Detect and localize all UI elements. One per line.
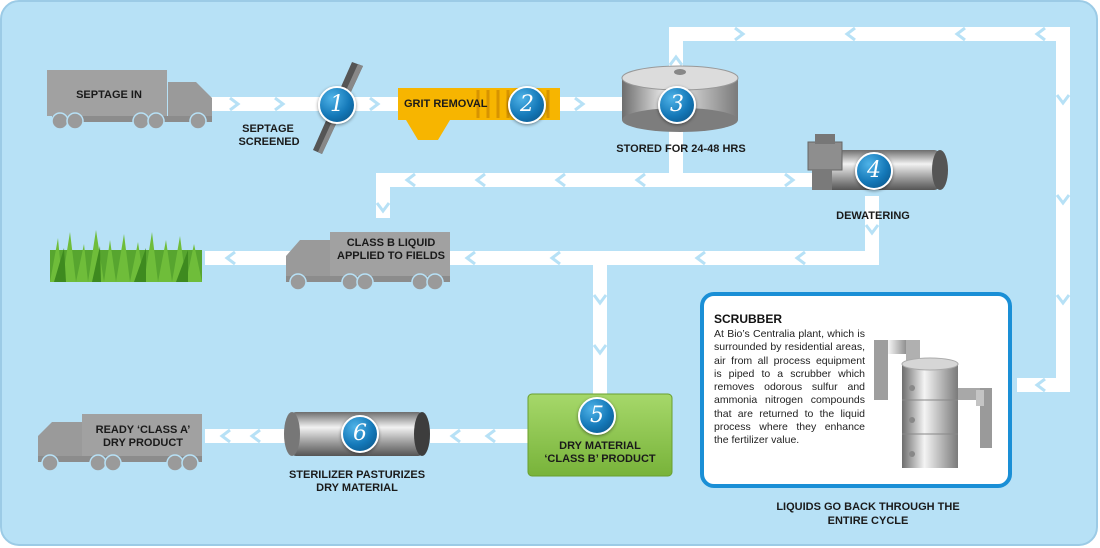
label-dewatering: DEWATERING	[836, 210, 910, 222]
label-liquids-back-line1: LIQUIDS GO BACK THROUGH THE	[776, 501, 960, 513]
step-badge-6: 6	[341, 415, 379, 453]
truck-icon-liquid	[286, 232, 450, 291]
label-class-b-liquid-line1: CLASS B LIQUID	[346, 237, 436, 249]
label-septage-screened-line2: SCREENED	[238, 136, 300, 148]
scrubber-title: SCRUBBER	[714, 312, 783, 326]
label-sterilizer-line2: DRY MATERIAL	[316, 482, 398, 494]
label-sterilizer-line1: STERILIZER PASTURIZES	[288, 469, 426, 481]
truck-icon	[47, 70, 212, 130]
label-septage-in: SEPTAGE IN	[76, 89, 142, 101]
truck-icon-class-a	[38, 414, 202, 472]
step-badge-1: 1	[318, 86, 356, 124]
label-class-b-liquid-line2: APPLIED TO FIELDS	[337, 250, 445, 262]
storage-tank-icon	[621, 65, 739, 132]
label-grit-removal: GRIT REMOVAL	[404, 98, 488, 110]
label-septage-screened-line1: SEPTAGE	[242, 123, 294, 135]
dry-material-icon	[527, 393, 673, 477]
step-badge-4: 4	[855, 152, 893, 190]
label-dry-material-line1: DRY MATERIAL	[559, 440, 641, 452]
step-badge-2: 2	[508, 86, 546, 124]
scrubber-tower-icon	[874, 340, 992, 468]
label-ready-class-a-line1: READY ‘CLASS A’	[95, 424, 191, 436]
step-badge-5: 5	[578, 397, 616, 435]
label-dry-material-line2: ‘CLASS B’ PRODUCT	[544, 453, 656, 465]
flow-path-liquid	[376, 173, 676, 218]
label-stored: STORED FOR 24-48 HRS	[616, 143, 746, 155]
label-ready-class-a-line2: DRY PRODUCT	[102, 437, 184, 449]
label-liquids-back-line2: ENTIRE CYCLE	[827, 515, 909, 527]
grass-icon	[50, 230, 202, 282]
step-badge-3: 3	[658, 86, 696, 124]
scrubber-description: At Bio’s Centralia plant, which is surro…	[714, 328, 865, 447]
